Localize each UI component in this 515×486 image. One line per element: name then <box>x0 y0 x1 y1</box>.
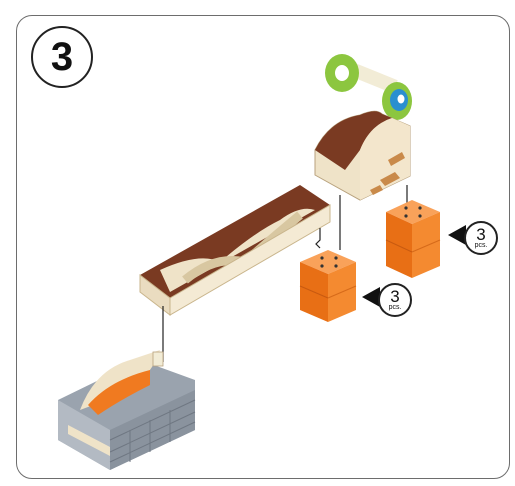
quantity-unit: pcs. <box>474 241 488 249</box>
wall-ramp-part <box>58 350 196 470</box>
step-number-badge: 3 <box>31 26 93 88</box>
quantity-unit: pcs. <box>388 303 402 311</box>
orange-block-part <box>299 250 357 322</box>
track-part <box>139 185 331 317</box>
step-number: 3 <box>50 35 74 79</box>
quantity-callout: 3 pcs. <box>378 283 412 317</box>
quantity-number: 3 <box>390 286 400 306</box>
quantity-callout-arrow <box>362 287 380 307</box>
orange-block-part <box>385 200 441 278</box>
quantity-callout-arrow <box>448 225 466 245</box>
quantity-callout: 3 pcs. <box>464 221 498 255</box>
curved-ramp-part <box>314 110 411 201</box>
wheel-axle-part <box>325 54 412 120</box>
quantity-number: 3 <box>476 224 486 244</box>
